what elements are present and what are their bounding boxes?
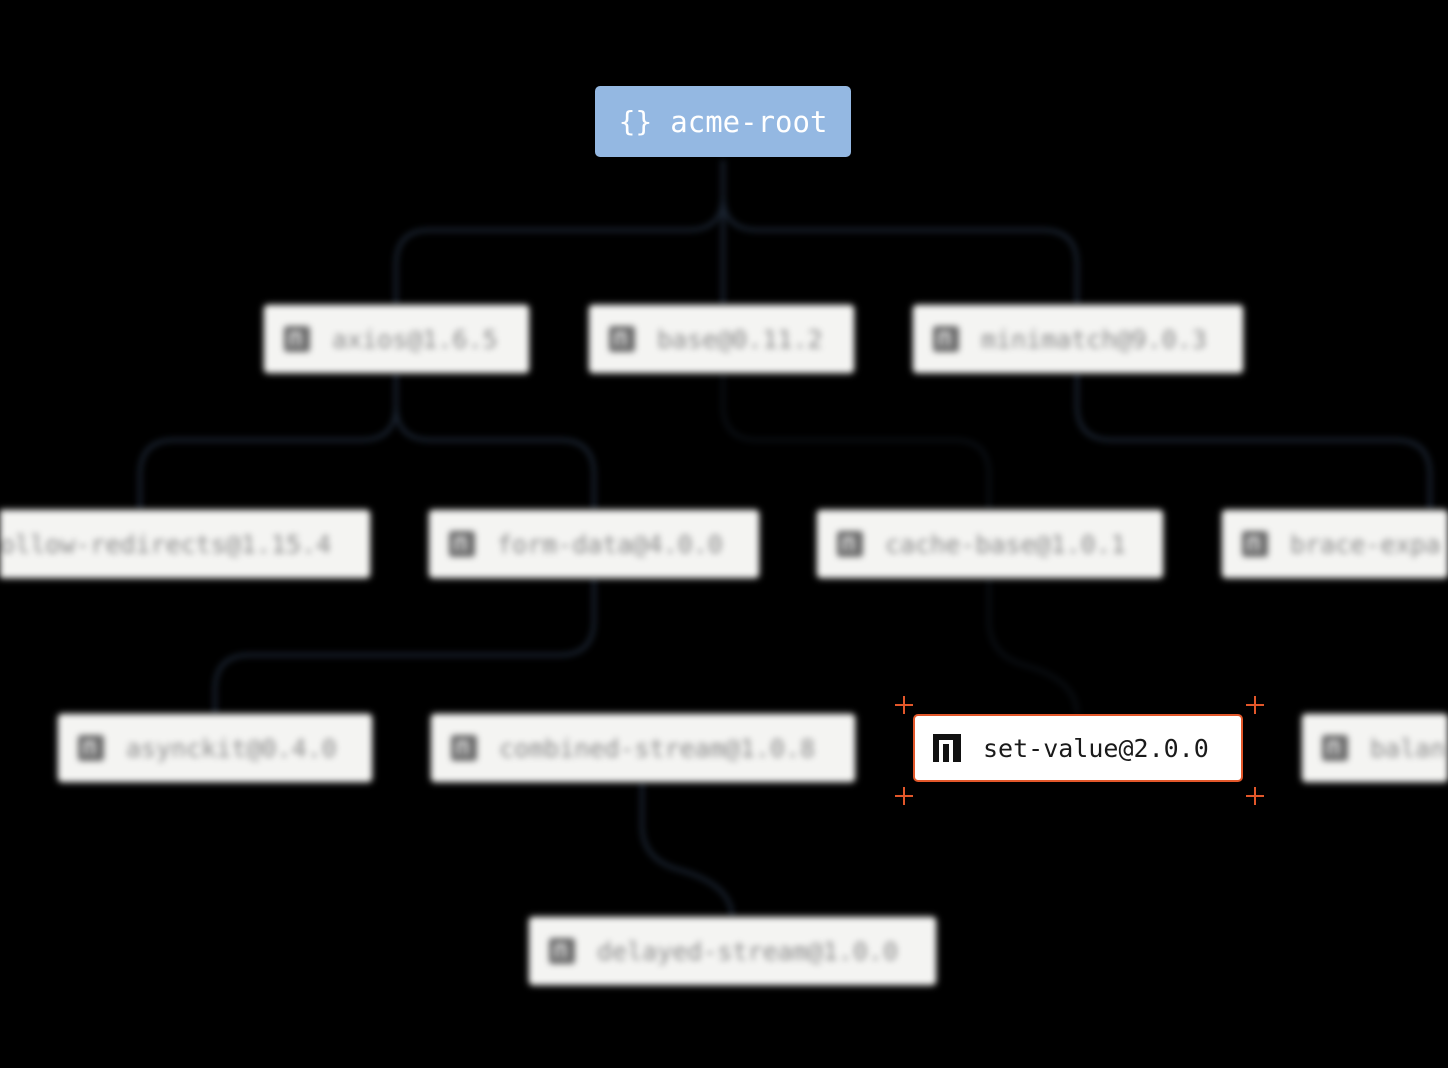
node-combined-stream[interactable]: combined-stream@1.0.8 xyxy=(431,714,855,782)
node-label: axios@1.6.5 xyxy=(332,324,498,354)
node-delayed-stream[interactable]: delayed-stream@1.0.0 xyxy=(529,917,936,985)
package-icon xyxy=(933,326,959,352)
node-label: ollow-redirects@1.15.4 xyxy=(0,529,332,559)
focus-corner-bottom-left xyxy=(895,787,913,805)
node-minimatch[interactable]: minimatch@9.0.3 xyxy=(913,305,1243,373)
node-label: delayed-stream@1.0.0 xyxy=(597,936,899,966)
package-icon xyxy=(837,531,863,557)
edge-base-cache-base xyxy=(721,372,991,510)
root-node-label: acme-root xyxy=(670,104,828,139)
edge-minimatch-brace-expansion xyxy=(1075,372,1432,510)
node-asynckit[interactable]: asynckit@0.4.0 xyxy=(58,714,372,782)
package-icon xyxy=(284,326,310,352)
node-label: brace-expa xyxy=(1290,529,1441,559)
node-label: asynckit@0.4.0 xyxy=(126,733,337,763)
node-label: cache-base@1.0.1 xyxy=(885,529,1126,559)
node-label: combined-stream@1.0.8 xyxy=(499,733,816,763)
package-icon xyxy=(1242,531,1268,557)
edge-axios-follow-redirects xyxy=(138,372,398,510)
package-icon xyxy=(449,531,475,557)
node-label: minimatch@9.0.3 xyxy=(981,324,1207,354)
edge-root-minimatch xyxy=(721,160,1079,305)
focused-node-label: set-value@2.0.0 xyxy=(983,733,1209,763)
edge-form-data-asynckit xyxy=(213,578,596,714)
package-icon xyxy=(451,735,477,761)
package-icon xyxy=(1322,735,1348,761)
focus-corner-top-left xyxy=(895,696,913,714)
node-balanced-match[interactable]: balan xyxy=(1302,714,1448,782)
root-node[interactable]: {} acme-root xyxy=(595,86,851,157)
node-axios[interactable]: axios@1.6.5 xyxy=(264,305,529,373)
node-label: base@0.11.2 xyxy=(657,324,823,354)
node-cache-base[interactable]: cache-base@1.0.1 xyxy=(817,510,1163,578)
node-brace-expansion[interactable]: brace-expa xyxy=(1222,510,1448,578)
node-label: form-data@4.0.0 xyxy=(497,529,723,559)
focus-corner-bottom-right xyxy=(1246,787,1264,805)
edge-cache-base-set-value xyxy=(987,578,1079,715)
node-follow-redirects[interactable]: ollow-redirects@1.15.4 xyxy=(0,510,370,578)
package-icon xyxy=(78,735,104,761)
package-icon xyxy=(549,938,575,964)
node-base[interactable]: base@0.11.2 xyxy=(589,305,854,373)
npm-icon xyxy=(933,734,961,762)
edge-axios-form-data xyxy=(394,372,596,510)
focus-corner-top-right xyxy=(1246,696,1264,714)
node-form-data[interactable]: form-data@4.0.0 xyxy=(429,510,759,578)
package-icon xyxy=(609,326,635,352)
focused-node-set-value[interactable]: set-value@2.0.0 xyxy=(913,714,1243,782)
braces-icon: {} xyxy=(618,105,653,138)
edge-combined-stream-delayed-stream xyxy=(640,782,734,918)
node-label: balan xyxy=(1370,733,1446,763)
edge-root-axios xyxy=(394,160,725,305)
